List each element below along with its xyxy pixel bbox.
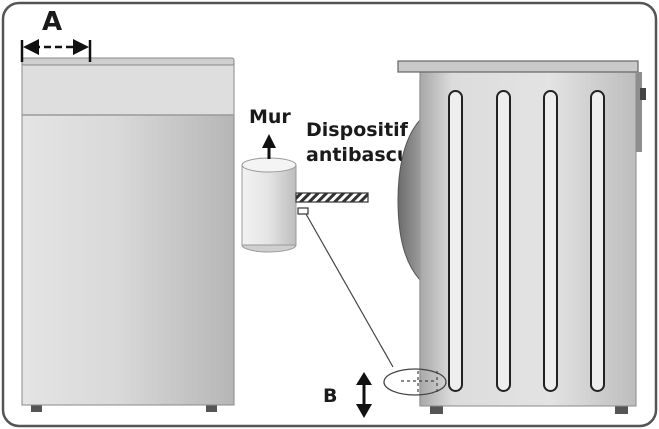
leader-line: [305, 213, 394, 368]
dimension-a-arrow-left: [23, 39, 39, 55]
dimension-a: [20, 39, 92, 62]
washer-front-foot-right: [206, 403, 217, 412]
washer-front-foot-left: [31, 403, 42, 412]
washer-side-back-edge: [636, 72, 642, 152]
washer-front-view: [21, 57, 235, 412]
washer-rib: [496, 90, 511, 392]
washer-rib: [590, 90, 605, 392]
washer-door-bulge: [397, 118, 421, 282]
label-a: A: [42, 7, 62, 37]
washer-side-lid: [397, 60, 639, 73]
anti-tip-bracket: [295, 192, 369, 203]
washer-front-body: [21, 112, 235, 406]
washer-side-hose: [640, 88, 646, 100]
anti-tip-device: [295, 192, 369, 215]
washer-side-view: [397, 60, 646, 414]
washer-front-lid: [21, 57, 235, 66]
label-b: B: [323, 385, 337, 407]
label-device-line1: Dispositif: [306, 119, 409, 141]
dimension-b: [356, 372, 372, 418]
wall-block: [241, 157, 297, 253]
washer-rib: [543, 90, 558, 392]
dimension-a-arrow-right: [73, 39, 89, 55]
foot-detail: [383, 368, 447, 396]
washer-front-top-panel: [21, 62, 235, 116]
anti-tip-hook: [297, 207, 309, 215]
label-wall: Mur: [249, 106, 291, 128]
washer-rib: [448, 90, 463, 392]
wall-arrow: [262, 134, 276, 159]
